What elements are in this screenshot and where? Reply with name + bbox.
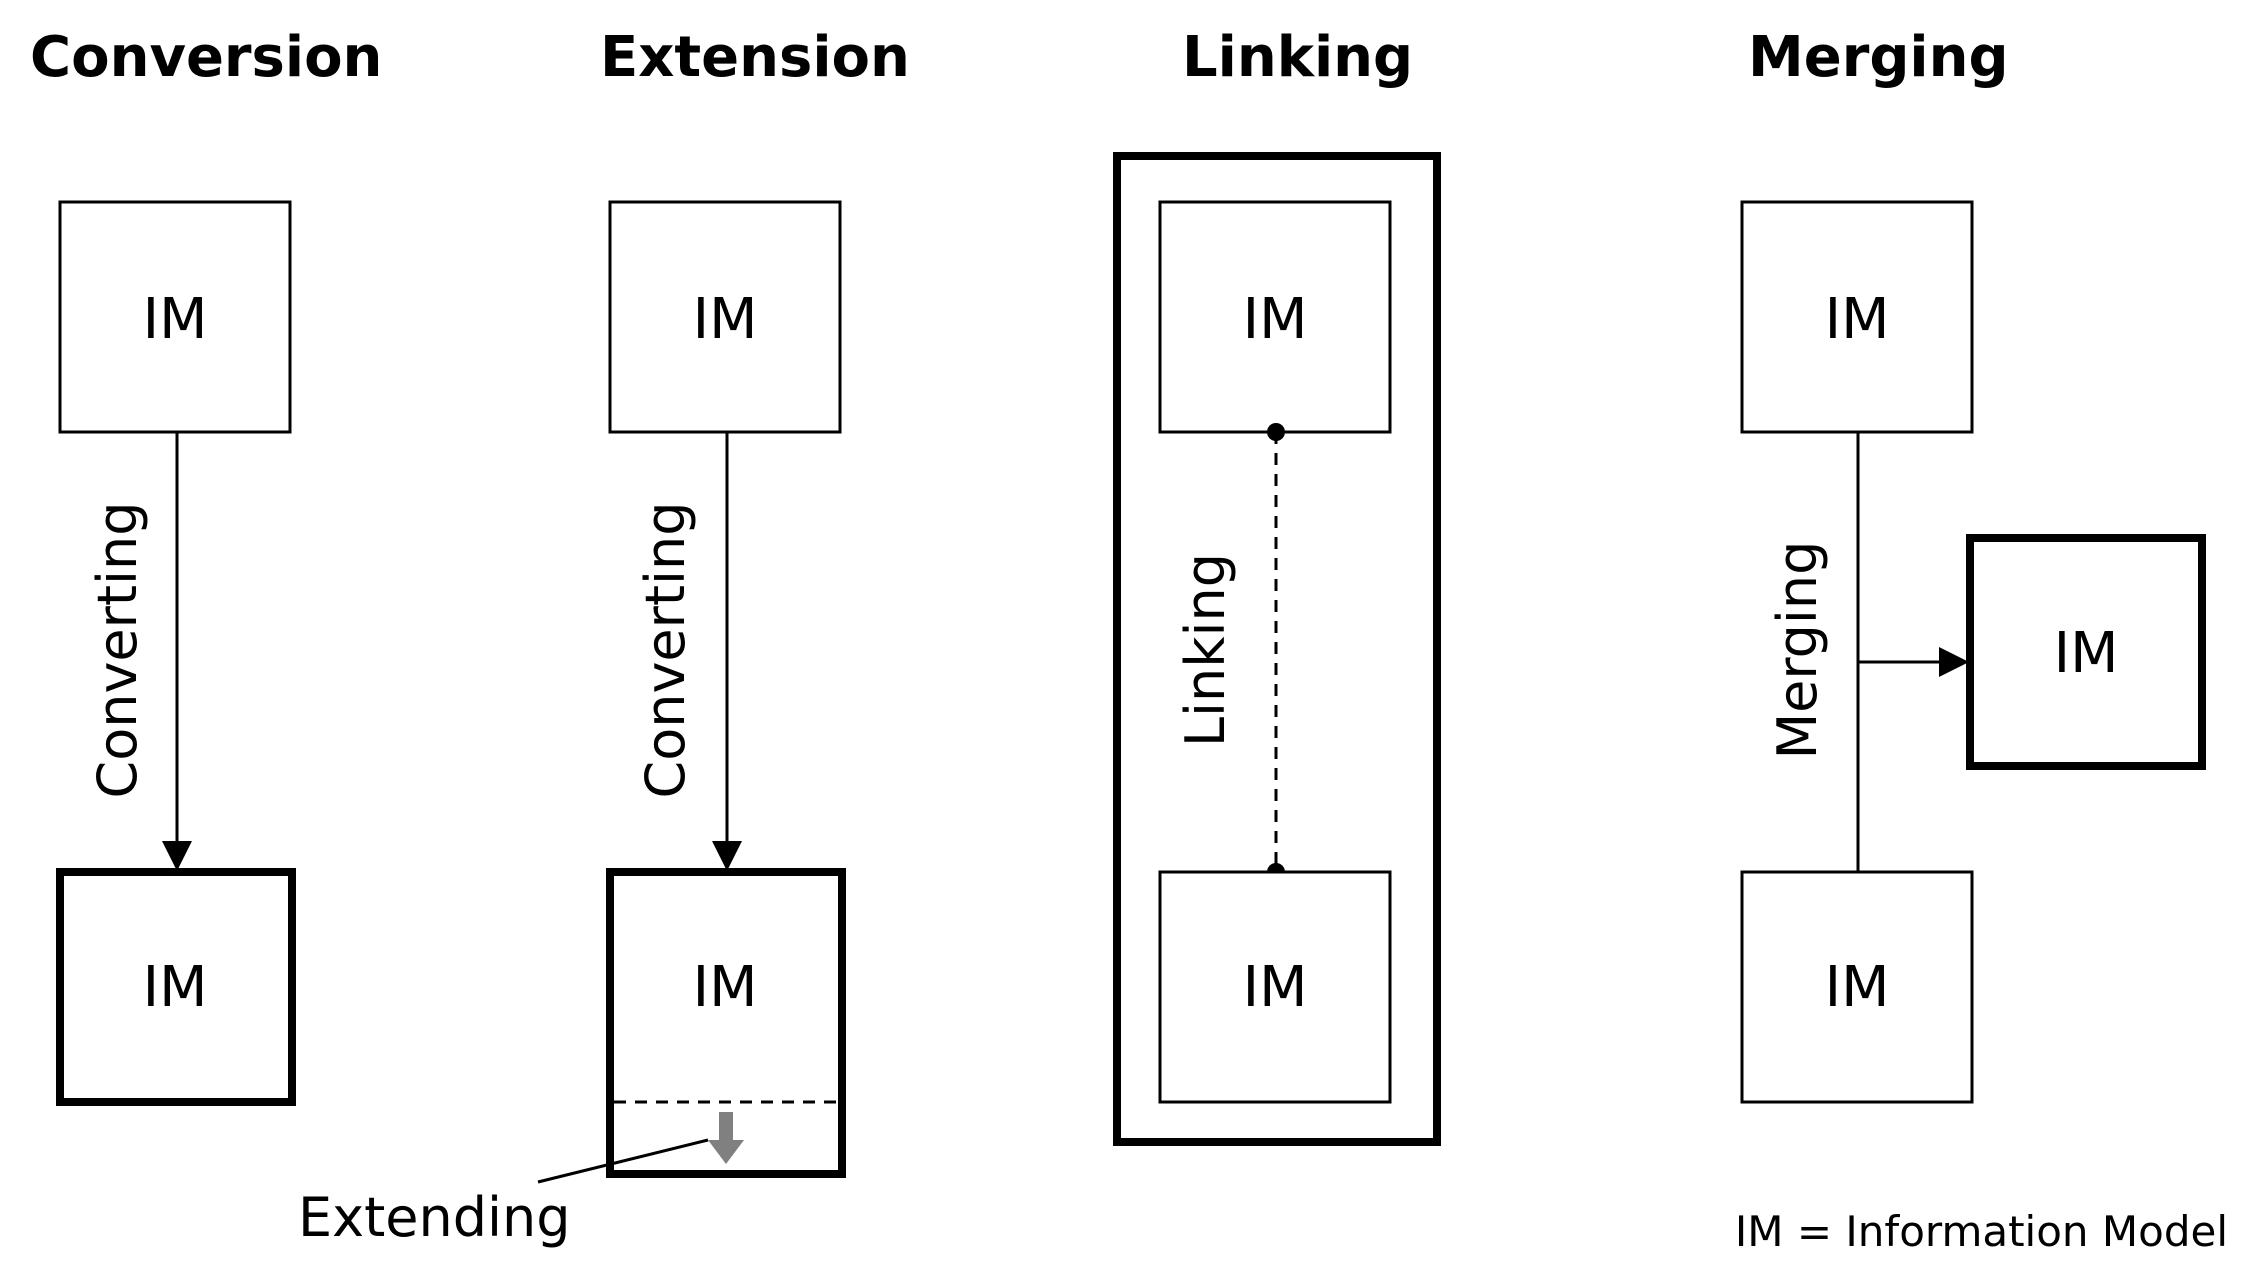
linking-edge-label: Linking	[1174, 553, 1237, 747]
extension-group: IM Converting IM Extending	[298, 200, 846, 1249]
extending-pointer-line	[537, 1138, 709, 1184]
title-linking: Linking	[1182, 25, 1413, 90]
linking-top-box	[1158, 200, 1392, 434]
linking-bottom-box	[1158, 870, 1392, 1104]
merging-result-box	[1966, 534, 2206, 770]
linking-top-label: IM	[1243, 287, 1308, 352]
conversion-group: IM Converting IM	[56, 200, 296, 1106]
conversion-target-label: IM	[143, 955, 208, 1020]
extension-source-label: IM	[693, 287, 758, 352]
merging-top-box	[1740, 200, 1974, 434]
linking-bottom-label: IM	[1243, 955, 1308, 1020]
merging-bottom-label: IM	[1825, 955, 1890, 1020]
title-extension: Extension	[600, 25, 910, 90]
conversion-edge-label: Converting	[86, 501, 149, 798]
merging-top-label: IM	[1825, 287, 1890, 352]
title-conversion: Conversion	[30, 25, 382, 90]
title-merging: Merging	[1748, 25, 2009, 90]
linking-top-dot	[1267, 423, 1285, 441]
extension-source-box	[608, 200, 842, 434]
extension-edge-label: Converting	[634, 501, 697, 798]
merging-edge-label: Merging	[1766, 541, 1829, 760]
extending-label: Extending	[298, 1186, 570, 1249]
merging-result-label: IM	[2054, 621, 2119, 686]
extension-target-label: IM	[693, 955, 758, 1020]
extend-down-icon	[708, 1112, 744, 1164]
merging-group: IM Merging IM IM	[1740, 200, 2206, 1104]
conversion-target-box	[56, 868, 296, 1106]
merging-bottom-box	[1740, 870, 1974, 1104]
linking-group: IM Linking IM	[1113, 152, 1441, 1146]
legend-text: IM = Information Model	[1735, 1207, 2228, 1256]
conversion-source-label: IM	[143, 287, 208, 352]
conversion-source-box	[58, 200, 292, 434]
